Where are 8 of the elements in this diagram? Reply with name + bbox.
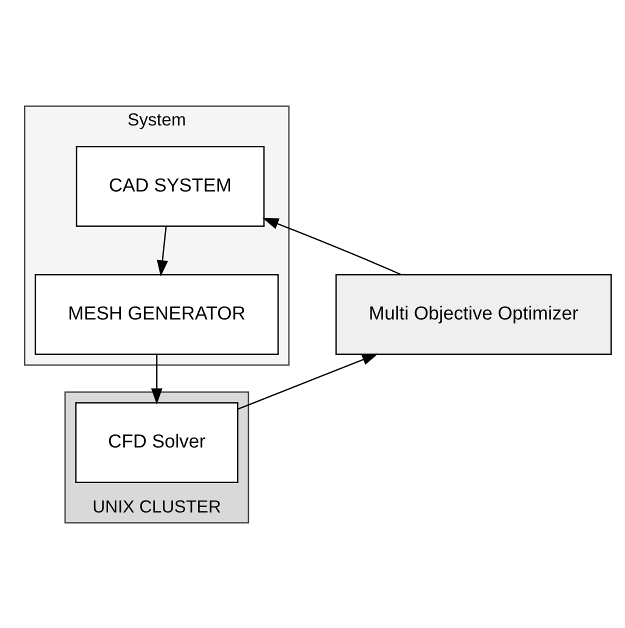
- node-box: Multi Objective Optimizer: [335, 274, 612, 354]
- arrow: [262, 217, 402, 275]
- arrow: [151, 354, 162, 404]
- node-box: CFD Solver: [75, 402, 238, 483]
- arrow: [156, 226, 168, 276]
- node-box: CAD SYSTEM: [76, 145, 265, 226]
- arrow: [238, 353, 378, 410]
- node-box: MESH GENERATOR: [34, 274, 279, 354]
